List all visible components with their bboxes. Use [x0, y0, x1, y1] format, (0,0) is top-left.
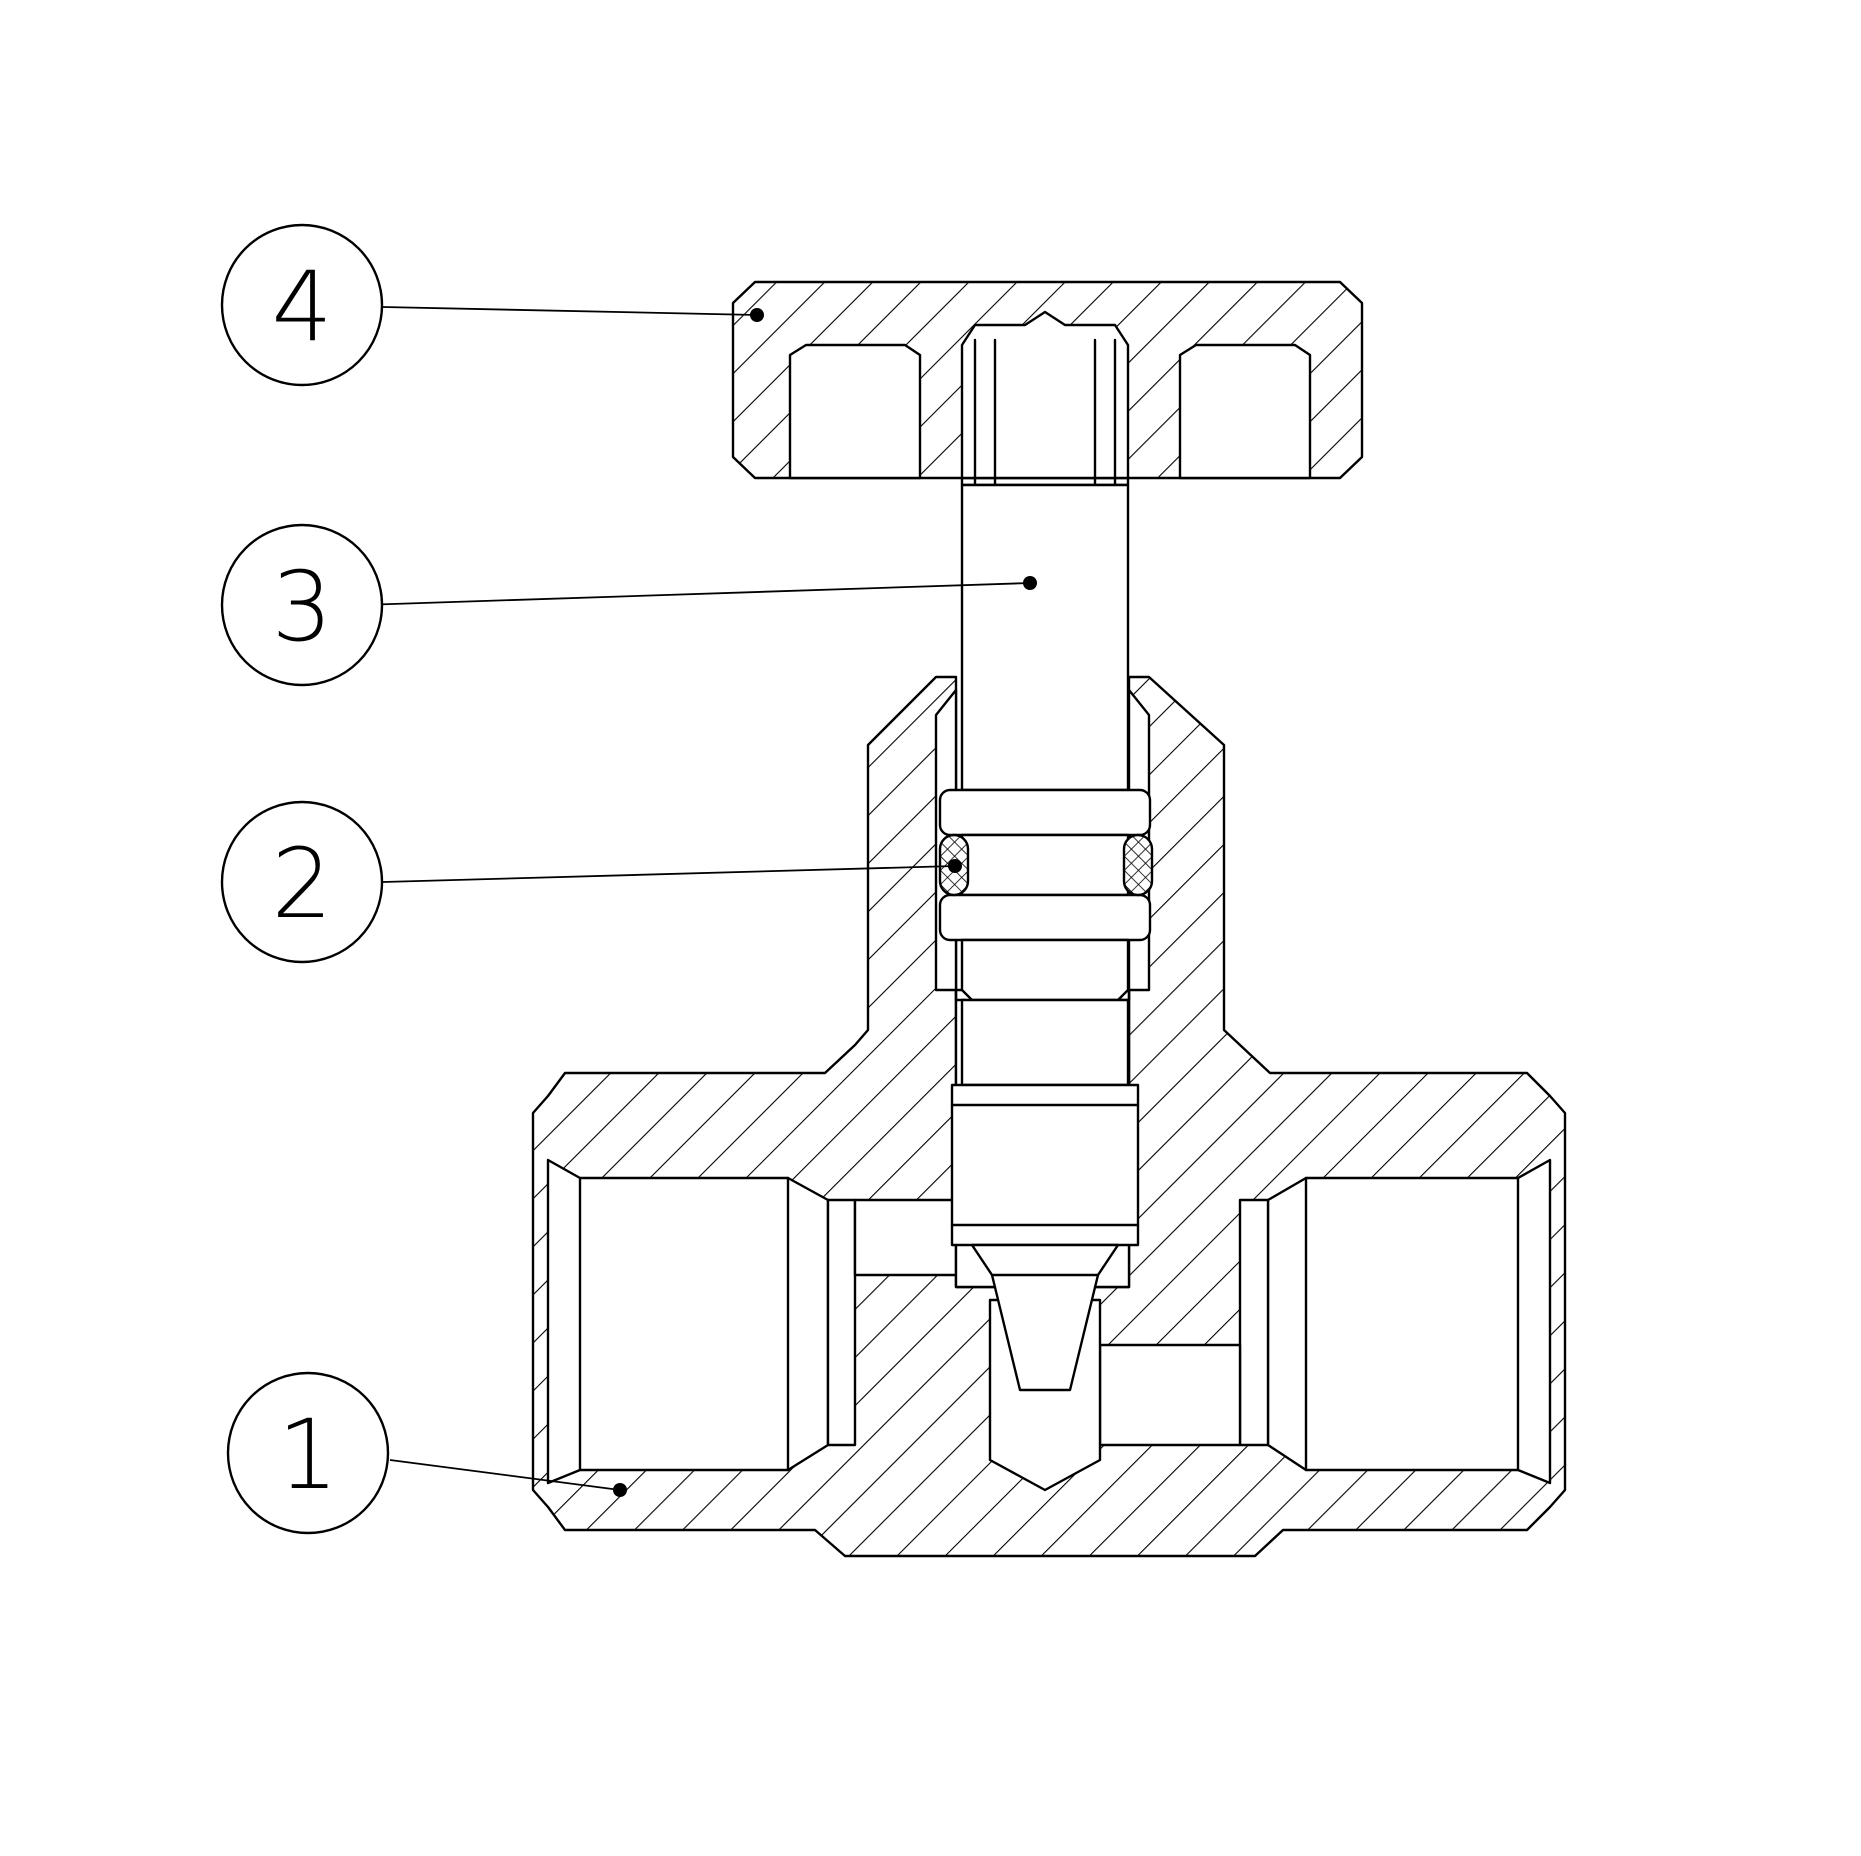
leader-line	[382, 865, 956, 883]
balloon-label: 3	[271, 551, 332, 663]
o-ring-right	[1122, 833, 1154, 897]
stem-upper-collar	[938, 788, 1152, 837]
leader-dot	[613, 1483, 627, 1497]
outlet-passage	[1098, 1343, 1242, 1447]
balloon-3[interactable]: 3	[220, 523, 1037, 687]
leader-dot	[750, 308, 764, 322]
leader-line	[389, 1459, 621, 1491]
leader-dot	[948, 859, 962, 873]
balloon-label: 1	[277, 1399, 338, 1511]
balloon-circle	[220, 223, 384, 387]
balloon-4[interactable]: 4	[220, 223, 764, 387]
leader-line	[382, 306, 758, 316]
balloon-label: 2	[271, 828, 332, 940]
handwheel	[731, 280, 1364, 480]
left-port-bore	[546, 1158, 830, 1485]
stem-shaft	[960, 483, 1130, 792]
leader-line	[361, 582, 1031, 606]
balloon-circle	[220, 800, 384, 964]
balloon-1[interactable]: 1	[226, 1371, 627, 1535]
balloon-circle	[220, 523, 384, 687]
right-port-bore	[1266, 1158, 1552, 1485]
leader-dot	[1023, 576, 1037, 590]
stem-thread-section	[950, 1083, 1140, 1247]
stem-lower-collar	[938, 893, 1152, 942]
balloon-circle	[226, 1371, 390, 1535]
balloon-2[interactable]: 2	[220, 800, 962, 964]
inlet-passage	[853, 1198, 958, 1277]
balloon-label: 4	[271, 251, 332, 363]
